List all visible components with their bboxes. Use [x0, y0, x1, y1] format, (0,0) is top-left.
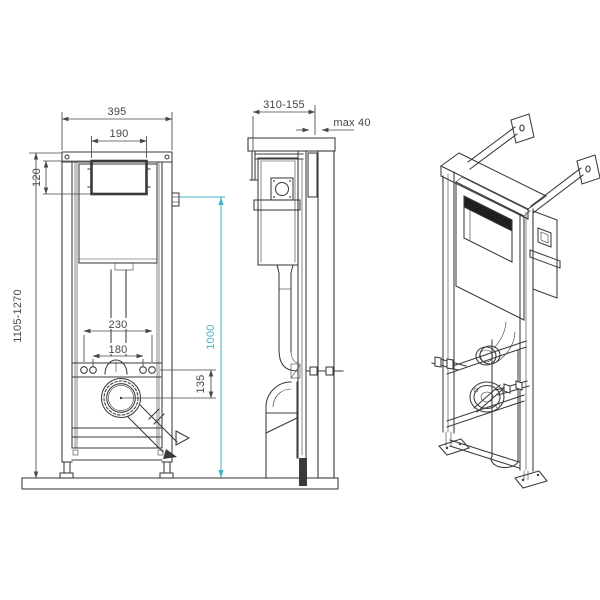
front-view — [59, 151, 191, 479]
flush-height-dimension: 1000 — [180, 196, 225, 478]
frame-outline — [61, 151, 173, 463]
bowl-mounting-rail — [71, 362, 163, 378]
access-panel — [87, 159, 151, 196]
cistern-side — [257, 157, 299, 266]
frame-rail-side — [297, 150, 307, 459]
front-view-dimensions: 395 190 120 1105-1270 230 180 135 — [12, 106, 216, 479]
dim-bolt-spacing-inner: 180 — [109, 344, 128, 356]
flush-pipe — [104, 269, 128, 375]
lower-cross-rail — [71, 427, 164, 456]
outlet-direction-marker — [175, 430, 191, 446]
top-beam-iso — [439, 152, 548, 220]
dim-panel-height: 120 — [31, 168, 43, 187]
finish-layer-hatch — [307, 152, 318, 198]
side-band-bracket — [253, 199, 301, 211]
dim-finish-max: max 40 — [333, 117, 370, 129]
top-screw-hole-right — [164, 154, 170, 160]
right-post-iso — [519, 208, 534, 472]
cistern-side-panel-iso — [529, 210, 561, 299]
flush-elbow-iso — [475, 321, 516, 366]
rear-wall-section — [317, 150, 335, 479]
lower-crossbar-iso — [446, 394, 525, 428]
cistern-iso — [455, 176, 531, 321]
dim-flush-height: 1000 — [205, 324, 217, 349]
side-view — [247, 137, 344, 486]
dim-depth-range: 310-155 — [263, 99, 305, 111]
side-view-dimensions: 310-155 max 40 — [252, 99, 370, 150]
outlet-elbow-pipe — [127, 404, 178, 459]
left-foot-iso — [438, 431, 470, 456]
wall-bracket-side — [249, 150, 304, 181]
upper-crossbar-iso — [431, 340, 527, 375]
outlet-elbow-side — [265, 381, 298, 479]
dim-panel-width: 190 — [110, 128, 129, 140]
bottom-member-iso — [449, 439, 520, 469]
side-connector-fitting — [171, 192, 180, 207]
flush-pipe-side — [276, 264, 301, 379]
isometric-view — [431, 113, 600, 489]
top-screw-hole-left — [64, 154, 70, 160]
wall-bracket-arm-right — [530, 154, 600, 214]
dim-overall-width: 395 — [108, 106, 127, 118]
dim-bolt-spacing-outer: 230 — [109, 319, 128, 331]
left-post-iso — [442, 171, 455, 434]
mounting-bolts — [80, 366, 156, 374]
top-wall-section — [247, 137, 336, 152]
adjustable-feet — [59, 461, 174, 479]
cistern-front — [78, 163, 158, 271]
wall-bracket-arm-left — [467, 113, 535, 170]
frame-foot-side — [299, 458, 307, 486]
right-foot-iso — [514, 470, 548, 489]
dim-frame-height: 1105-1270 — [12, 289, 24, 343]
wall-anchor-rod — [305, 366, 344, 376]
dim-outlet-height: 135 — [195, 375, 207, 394]
waste-outlet-iso — [469, 380, 530, 413]
floor-section — [21, 477, 339, 490]
